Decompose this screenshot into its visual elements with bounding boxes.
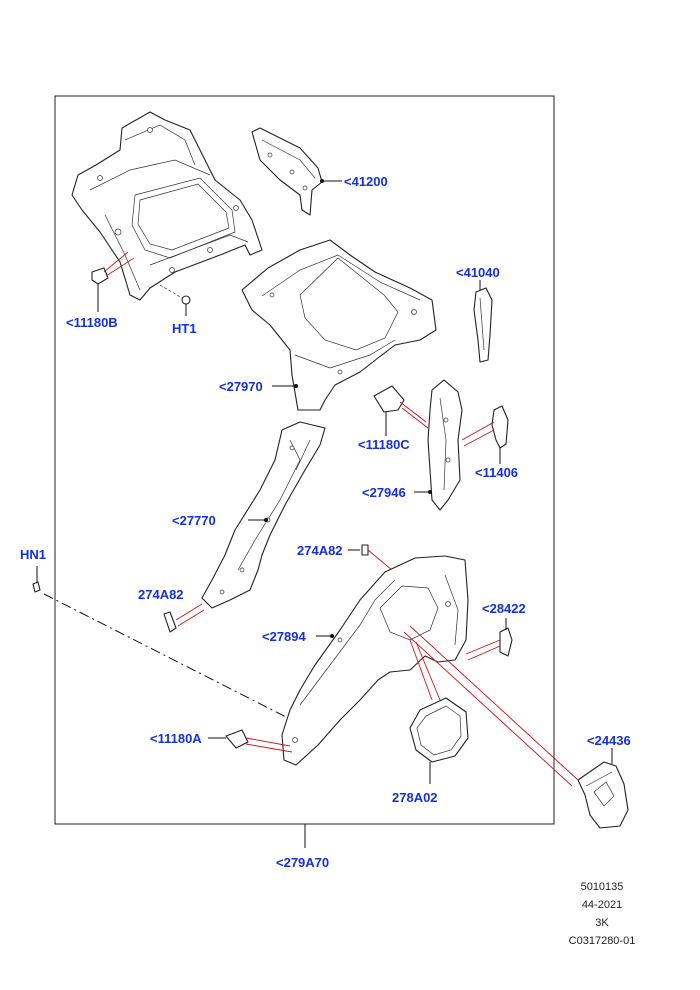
part-clip-11180A[interactable]: [208, 729, 293, 753]
part-bolt-HN1[interactable]: [32, 566, 289, 719]
label-27894[interactable]: <27894: [262, 629, 307, 644]
part-bracket-41200[interactable]: [251, 127, 342, 216]
label-28422[interactable]: <28422: [482, 601, 526, 616]
part-bracket-24436[interactable]: [403, 625, 629, 829]
label-274A82-upper[interactable]: 274A82: [297, 543, 343, 558]
part-gasket-278A02[interactable]: [409, 639, 469, 784]
label-11180B[interactable]: <11180B: [66, 315, 118, 330]
part-panel-27946[interactable]: [414, 379, 463, 511]
meta-line-1: 5010135: [581, 881, 624, 893]
part-reinforcement-27770[interactable]: [201, 421, 326, 609]
part-wheelhouse-27894[interactable]: [281, 555, 469, 766]
label-278A02[interactable]: 278A02: [392, 790, 438, 805]
meta-line-2: 44-2021: [582, 899, 622, 911]
label-41040[interactable]: <41040: [456, 265, 500, 280]
part-clip-11180C[interactable]: [373, 385, 429, 436]
part-rear-frame-assembly[interactable]: [71, 111, 263, 301]
label-27946[interactable]: <27946: [362, 485, 406, 500]
part-bracket-28422[interactable]: [465, 618, 513, 661]
label-27970[interactable]: <27970: [219, 379, 263, 394]
part-quarter-inner-27970[interactable]: [241, 239, 437, 411]
label-24436[interactable]: <24436: [587, 733, 631, 748]
part-bracket-41040[interactable]: [473, 280, 493, 363]
meta-line-4: C0317280-01: [569, 935, 636, 947]
part-plug-274A82-upper[interactable]: [348, 544, 393, 571]
label-HT1[interactable]: HT1: [172, 321, 197, 336]
label-27770[interactable]: <27770: [172, 513, 216, 528]
part-clip-11180B[interactable]: [91, 251, 135, 312]
label-279A70[interactable]: <279A70: [276, 855, 329, 870]
part-plug-274A82-left[interactable]: [163, 603, 205, 633]
part-bracket-11406[interactable]: [461, 405, 509, 464]
label-11180A[interactable]: <11180A: [150, 731, 202, 746]
label-HN1[interactable]: HN1: [20, 547, 46, 562]
label-274A82-left[interactable]: 274A82: [138, 587, 184, 602]
label-41200[interactable]: <41200: [344, 174, 388, 189]
label-11180C[interactable]: <11180C: [358, 437, 410, 452]
part-fastener-HT1[interactable]: [159, 284, 191, 316]
meta-line-3: 3K: [595, 917, 609, 929]
label-11406[interactable]: <11406: [475, 465, 518, 480]
